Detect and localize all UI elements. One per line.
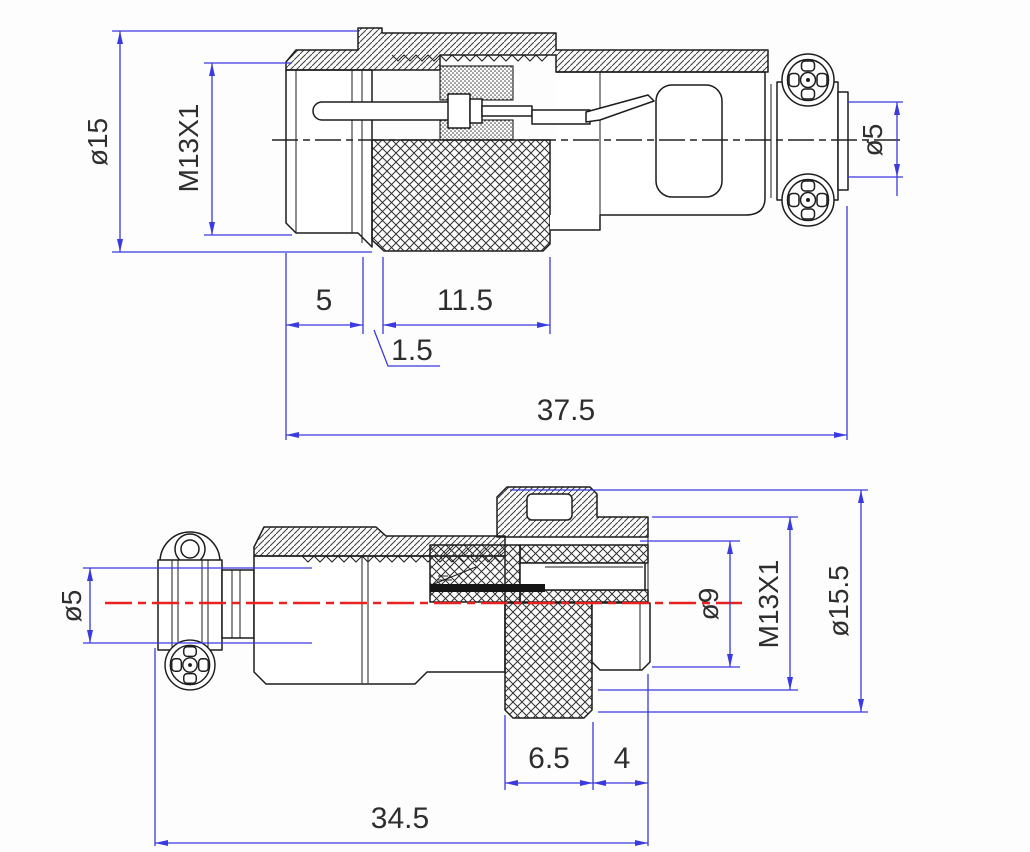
- top-view-male-connector: ø15 M13X1 5 11.5 1.5 37.5: [82, 27, 903, 440]
- knurled-ring: [504, 602, 593, 719]
- dim-label-knurl-length: 11.5: [437, 284, 493, 317]
- dim-label-tip-length: 4: [614, 742, 631, 775]
- bottom-view-parts: [157, 486, 651, 719]
- socket-contact: [430, 584, 545, 592]
- top-view-parts: [285, 27, 849, 252]
- contact-pin: [312, 101, 451, 121]
- thread-teeth: [391, 54, 549, 62]
- solder-lug: [531, 109, 591, 125]
- clamp-screw: [164, 639, 216, 691]
- dim-label-cable-diameter: ø5: [857, 124, 888, 157]
- backshell: [550, 71, 766, 231]
- dim-label-nut-length: 5: [316, 284, 333, 317]
- backshell-window: [655, 84, 723, 198]
- dim-label-tip-diameter: ø9: [693, 588, 724, 621]
- key-tab: [526, 493, 573, 521]
- dim-label-cable-diameter: ø5: [56, 590, 87, 623]
- socket-barrel: [591, 602, 651, 671]
- dim-label-total-length: 37.5: [537, 394, 595, 427]
- clamp-screw: [781, 173, 835, 227]
- top-view-dimensions: ø15 M13X1 5 11.5 1.5 37.5: [82, 30, 903, 440]
- dim-label-step-length: 1.5: [391, 334, 433, 367]
- bottom-view-dimensions: ø5 ø9 M13X1 ø15.5 6.5 4: [56, 489, 868, 846]
- clamp-screw: [781, 53, 835, 107]
- knurled-ring: [371, 139, 551, 252]
- dim-label-outer-diameter: ø15: [82, 118, 113, 166]
- cable-clamp: [157, 559, 223, 651]
- dim-label-thread: M13X1: [173, 104, 204, 193]
- coupling-nut: [285, 69, 373, 248]
- dim-label-total-length: 34.5: [371, 802, 429, 835]
- bottom-view-female-connector: ø5 ø9 M13X1 ø15.5 6.5 4: [56, 486, 868, 846]
- dim-label-thread: M13X1: [753, 560, 784, 649]
- dim-label-knurl-diameter: ø15.5: [823, 565, 854, 637]
- dim-label-knurl-length: 6.5: [528, 742, 570, 775]
- shell-cross-section: [285, 27, 769, 73]
